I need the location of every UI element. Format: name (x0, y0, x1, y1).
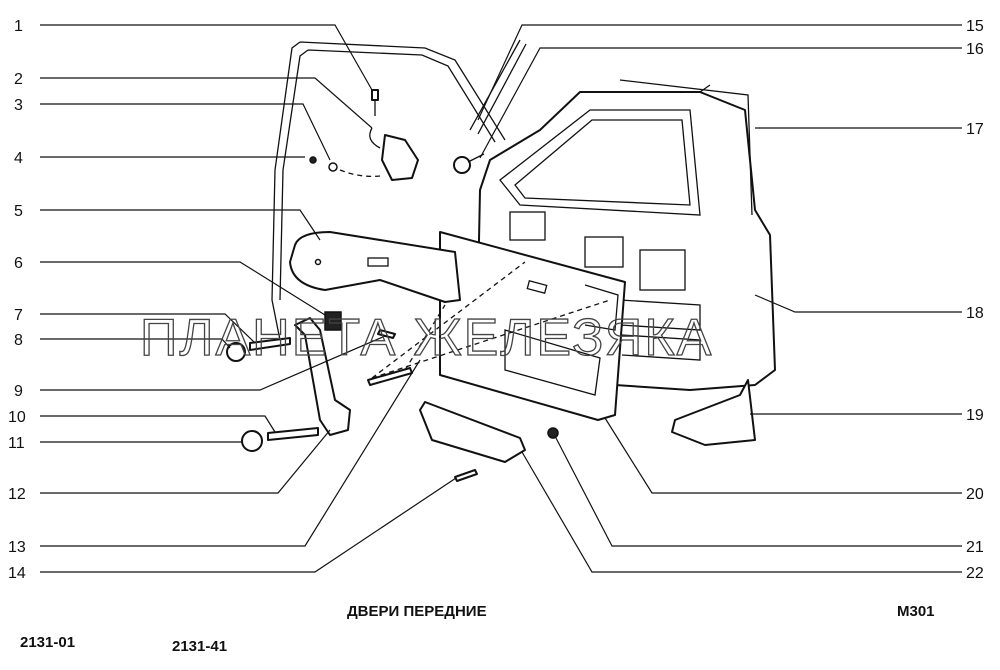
callout-label: 8 (14, 332, 23, 349)
callout-label: 16 (966, 41, 984, 58)
callout-label: 7 (14, 307, 23, 324)
callout-label: 14 (8, 565, 26, 582)
callout-label: 11 (8, 435, 25, 452)
diagram-title: ДВЕРИ ПЕРЕДНИЕ (347, 603, 487, 620)
armrest-bracket (294, 311, 351, 436)
door-seal (271, 41, 506, 341)
armrest (289, 231, 461, 303)
callout-label: 18 (966, 305, 984, 322)
callouts-left: 1 2 3 4 5 6 7 8 9 10 11 12 13 14 (8, 18, 26, 582)
callout-label: 9 (14, 383, 23, 400)
callout-label: 10 (8, 409, 26, 426)
glass-seal-strip (469, 39, 527, 135)
pocket (419, 401, 526, 463)
callout-label: 17 (966, 121, 984, 138)
callout-label: 22 (966, 565, 984, 582)
callout-label: 2 (14, 71, 23, 88)
wheel-arch-cover (671, 379, 756, 446)
callout-label: 6 (14, 255, 23, 272)
diagram-code: М301 (897, 603, 935, 620)
screws-and-caps (226, 89, 559, 482)
callout-label: 4 (14, 150, 23, 167)
watermark-text: ПЛАНЕТА ЖЕЛЕЗЯКА (140, 309, 713, 367)
callout-label: 20 (966, 486, 984, 503)
model-code: 2131-41 (172, 638, 228, 655)
callout-label: 15 (966, 18, 984, 35)
callout-label: 21 (966, 539, 984, 556)
model-code: 2131-01 (20, 634, 76, 651)
callout-label: 1 (14, 18, 23, 35)
leader-lines (40, 24, 962, 573)
callouts-right: 15 16 17 18 19 20 21 22 (966, 18, 984, 582)
callout-label: 5 (14, 203, 23, 220)
inner-trim-panel (439, 231, 626, 421)
callout-label: 13 (8, 539, 26, 556)
callout-label: 12 (8, 486, 26, 503)
callout-label: 3 (14, 97, 23, 114)
assembly-dashed-lines (371, 261, 611, 379)
callout-label: 19 (966, 407, 984, 424)
